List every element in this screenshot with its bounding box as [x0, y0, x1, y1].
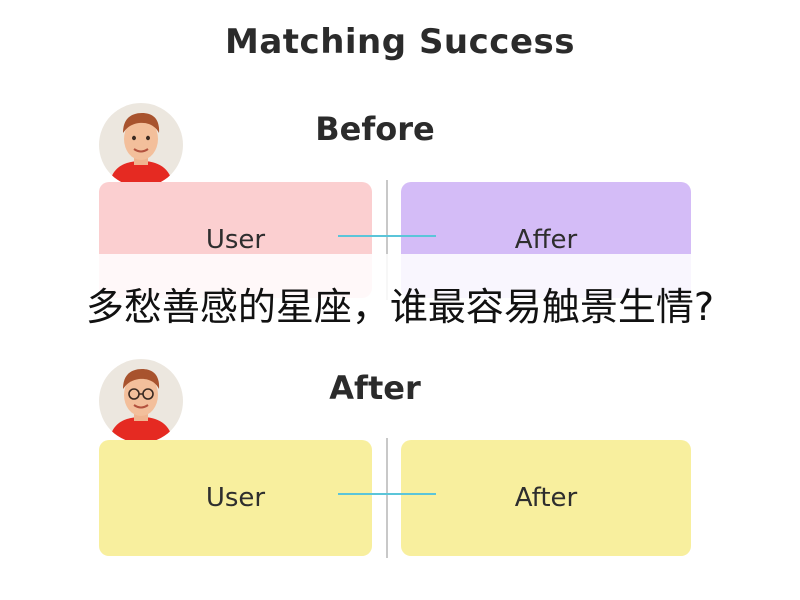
after-user-card: User	[99, 440, 372, 556]
after-heading: After	[329, 369, 421, 407]
before-connector	[338, 235, 436, 237]
text-banner	[0, 254, 800, 338]
banner-text: 多愁善感的星座，谁最容易触景生情?	[85, 285, 715, 329]
after-right-label: After	[514, 483, 578, 513]
before-user-label: User	[205, 225, 266, 255]
before-heading: Before	[315, 110, 435, 148]
after-right-card: After	[401, 440, 691, 556]
after-avatar-icon	[99, 359, 183, 443]
after-divider	[386, 438, 388, 558]
page-title: Matching Success	[225, 22, 575, 62]
after-user-label: User	[205, 483, 266, 513]
after-connector	[338, 493, 436, 495]
before-avatar-icon	[99, 103, 183, 187]
before-divider	[386, 180, 388, 300]
before-right-label: Affer	[514, 225, 578, 255]
